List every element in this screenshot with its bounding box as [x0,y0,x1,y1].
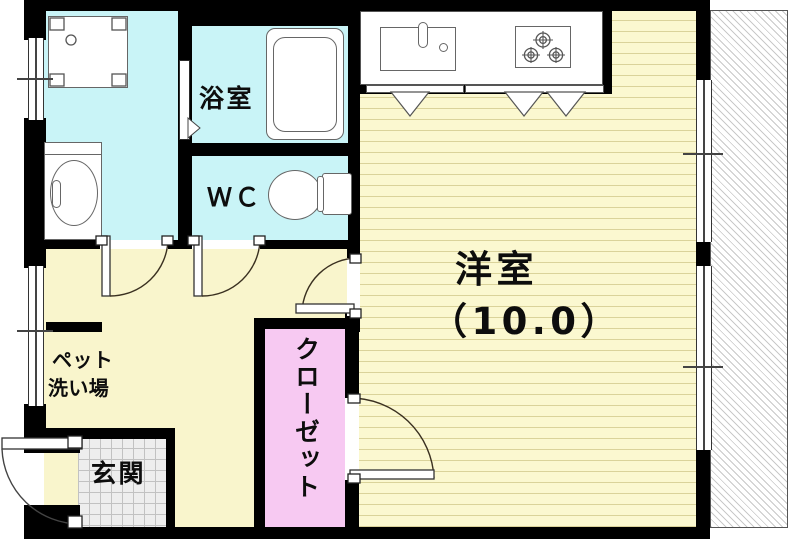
bathroom-door-swing[interactable] [95,235,176,304]
closet-wall-top [254,318,358,329]
washing-machine-top-panel [44,142,102,155]
entrance-tile-floor [78,437,168,529]
toilet-seat-connector-icon [317,176,324,212]
interior-wall-bath-top [178,9,350,26]
exterior-wall-top [24,0,710,11]
stove-burners-icon [522,31,565,63]
wash-basin-marks-icon [49,17,127,87]
door-opening-main-room [347,258,360,316]
closet-door-swing[interactable] [347,393,440,486]
washing-machine-handle-icon [52,180,61,208]
main-room-label: 洋室 [455,248,538,291]
bathroom-label: 浴室 [199,84,255,113]
exterior-wall-right-mid [696,240,710,268]
pet-wash-label-line1: ペット [52,348,114,372]
interior-wall-genkan-right [166,428,175,529]
balcony-floor [710,10,788,528]
closet-label: クローゼット [291,336,321,501]
main-room-size-label: （10.0） [430,300,622,343]
toilet-label: ＷＣ [207,184,263,212]
sink-drain-icon [439,43,448,52]
bathtub-inner-icon [273,37,337,132]
balcony-window-mullion-lower [703,266,705,450]
interior-wall-genkan-step [46,428,171,439]
exterior-wall-left-upper [24,0,46,40]
faucet-icon [418,22,428,48]
balcony-window-tick-upper [683,153,723,155]
bath-sliding-door[interactable] [179,60,190,140]
exterior-wall-right-top [696,0,710,82]
toilet-door-swing[interactable] [187,235,268,304]
exterior-wall-right-bottom [696,448,710,529]
entrance-door-swing[interactable] [0,435,86,530]
exterior-wall-bottom [24,527,710,539]
kitchen-wall-right [602,9,612,89]
balcony-window-mullion-upper [703,80,705,242]
balcony-window-tick-lower [683,366,723,368]
door-opening-toilet [192,240,260,249]
closet-wall-left [254,318,265,529]
toilet-tank-icon [322,173,352,215]
exterior-wall-left-mid [24,118,46,248]
interior-wall-bath-wc [178,143,350,156]
toilet-bowl-icon [268,170,322,220]
exterior-wall-left-pet [24,248,46,268]
door-opening-bathroom [100,240,168,249]
cabinet-open-markers-icon [389,91,587,117]
door-opening-closet [345,398,359,480]
pet-wash-label-line2: 洗い場 [48,376,110,400]
entrance-label: 玄関 [91,459,147,488]
closet-floor [262,327,347,529]
bath-door-arrow-icon [187,116,201,140]
window-left-lower-mullion [35,266,37,406]
interior-wall-pet-nub [46,322,102,332]
window-left-lower-tick [17,330,53,332]
main-room-door-swing[interactable] [292,253,362,322]
window-left-upper-tick [17,78,53,80]
